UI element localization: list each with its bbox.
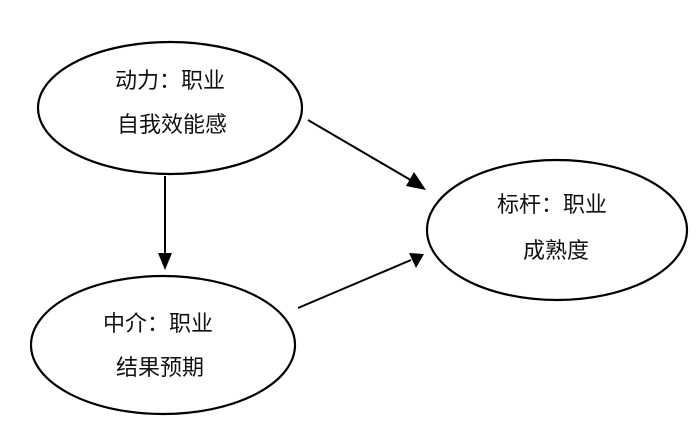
edge-mediator-to-benchmark bbox=[297, 253, 424, 309]
node-mediator-label-line1: 中介：职业 bbox=[103, 312, 213, 337]
edge-motivation-to-benchmark-arrowhead bbox=[406, 172, 426, 190]
edge-motivation-to-mediator bbox=[158, 176, 172, 270]
node-benchmark: 标杆：职业 成熟度 bbox=[425, 158, 689, 302]
node-motivation: 动力：职业 自我效能感 bbox=[36, 40, 304, 176]
node-benchmark-label-line1: 标杆：职业 bbox=[497, 193, 607, 218]
node-mediator-label-line2: 结果预期 bbox=[116, 356, 204, 381]
edge-motivation-to-mediator-arrowhead bbox=[158, 253, 172, 270]
edge-motivation-to-benchmark bbox=[307, 119, 426, 190]
node-motivation-ellipse bbox=[36, 40, 304, 176]
edge-motivation-to-benchmark-line bbox=[307, 119, 415, 183]
node-mediator: 中介：职业 结果预期 bbox=[29, 274, 297, 416]
edge-mediator-to-benchmark-line bbox=[297, 259, 412, 309]
node-motivation-label-line1: 动力：职业 bbox=[115, 69, 225, 94]
node-benchmark-label-line2: 成熟度 bbox=[523, 239, 589, 264]
node-mediator-ellipse bbox=[29, 274, 297, 416]
node-motivation-label-line2: 自我效能感 bbox=[117, 113, 227, 138]
node-benchmark-ellipse bbox=[425, 158, 689, 302]
edge-mediator-to-benchmark-arrowhead bbox=[409, 253, 424, 268]
